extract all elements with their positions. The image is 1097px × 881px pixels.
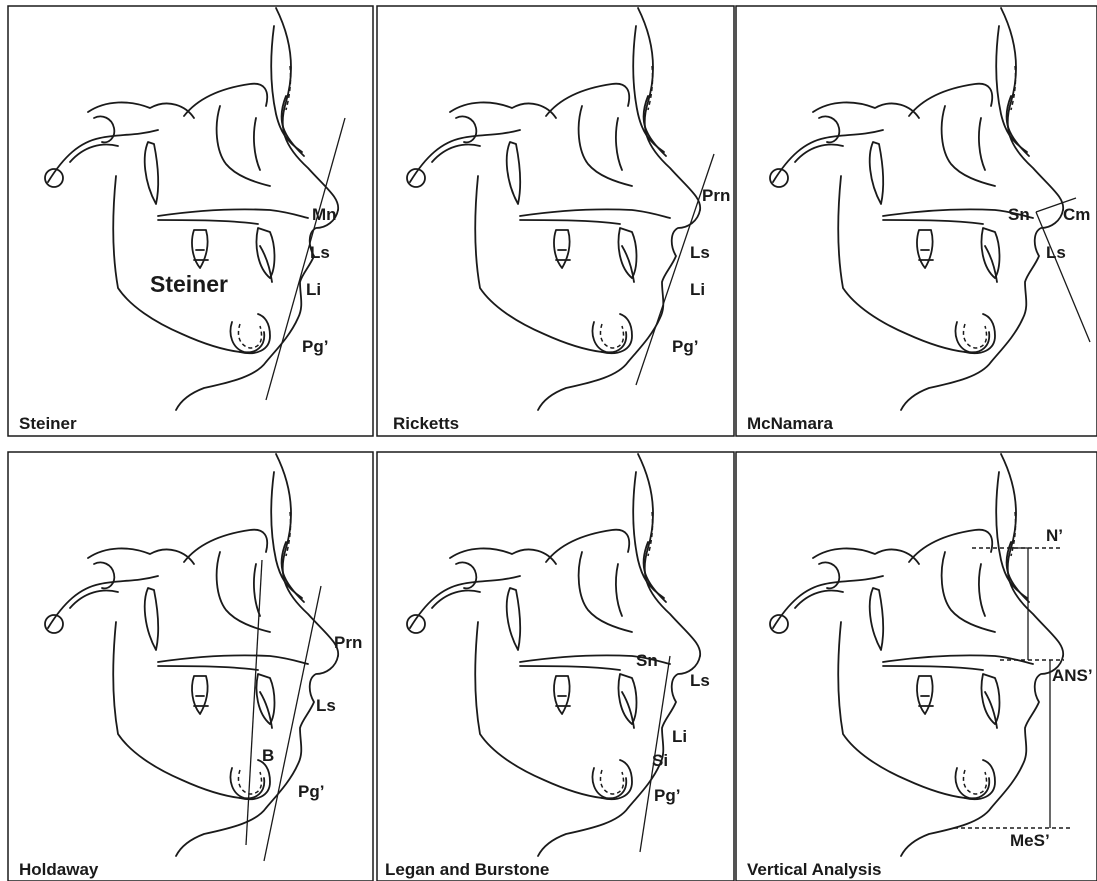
- label-prn: Prn: [702, 186, 730, 205]
- panel-title: McNamara: [747, 414, 834, 433]
- panel-title: Vertical Analysis: [747, 860, 882, 879]
- label-ls: Ls: [1046, 243, 1066, 262]
- panel-title: Ricketts: [393, 414, 459, 433]
- panel-mcnamara: Sn Cm Ls McNamara: [736, 6, 1097, 436]
- label-mn: Mn: [312, 205, 337, 224]
- label-li: Li: [306, 280, 321, 299]
- label-b: B: [262, 746, 274, 765]
- panel-title: Steiner: [19, 414, 77, 433]
- panel-steiner: Mn Ls Li Pg’ Steiner Steiner: [8, 6, 373, 436]
- label-pg: Pg’: [672, 337, 698, 356]
- label-prn: Prn: [334, 633, 362, 652]
- label-si: Si: [652, 751, 668, 770]
- label-ls: Ls: [316, 696, 336, 715]
- panel-vertical-analysis: N’ ANS’ MeS’ Vertical Analysis: [736, 452, 1097, 881]
- label-li: Li: [690, 280, 705, 299]
- panel-ricketts: Prn Ls Li Pg’ Ricketts: [377, 6, 734, 436]
- panel-legan-burstone: Sn Ls Li Si Pg’ Legan and Burstone: [377, 452, 734, 881]
- label-sn: Sn: [1008, 205, 1030, 224]
- label-cm: Cm: [1063, 205, 1090, 224]
- label-ls: Ls: [690, 243, 710, 262]
- label-sn: Sn: [636, 651, 658, 670]
- inner-label: Steiner: [150, 271, 228, 297]
- label-ans: ANS’: [1052, 666, 1093, 685]
- label-li: Li: [672, 727, 687, 746]
- label-pg: Pg’: [298, 782, 324, 801]
- label-pg: Pg’: [302, 337, 328, 356]
- panel-holdaway: Prn Ls B Pg’ Holdaway: [8, 452, 373, 881]
- label-mes: MeS’: [1010, 831, 1050, 850]
- label-ls: Ls: [310, 243, 330, 262]
- label-n: N’: [1046, 526, 1063, 545]
- label-pg: Pg’: [654, 786, 680, 805]
- panel-title: Legan and Burstone: [385, 860, 549, 879]
- panel-title: Holdaway: [19, 860, 99, 879]
- label-ls: Ls: [690, 671, 710, 690]
